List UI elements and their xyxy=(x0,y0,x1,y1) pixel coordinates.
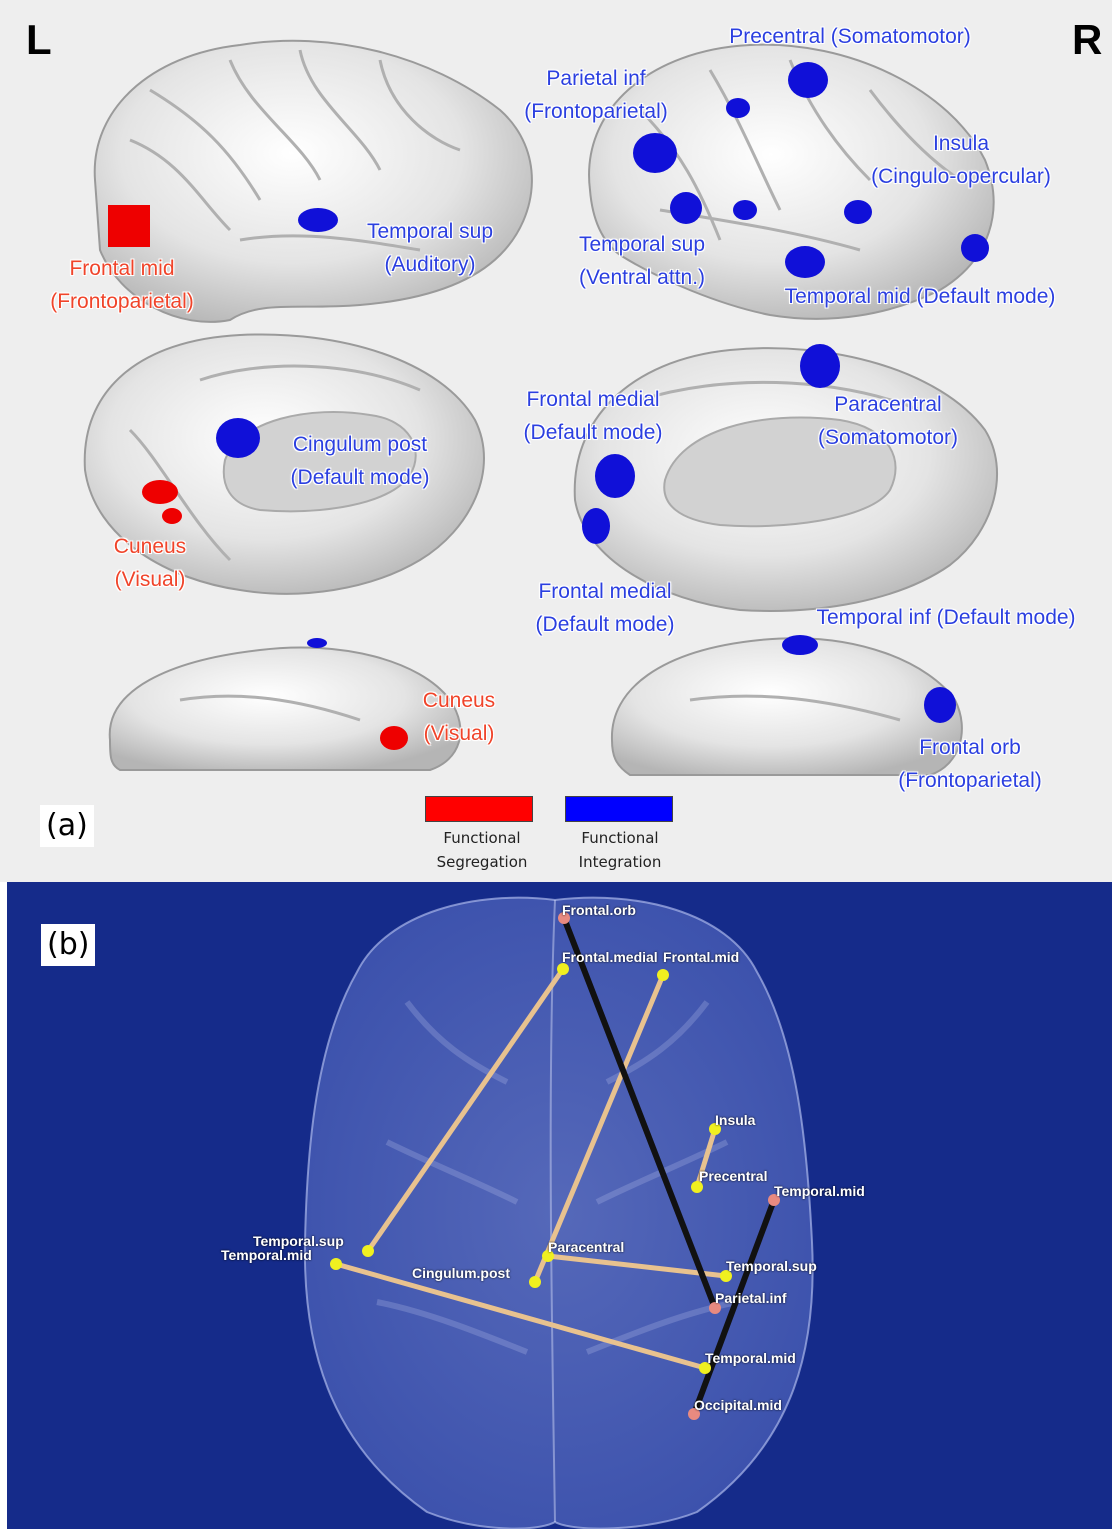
legend-line: Integration xyxy=(555,850,685,874)
temporal-mid-r-blob xyxy=(785,246,825,278)
label-temporal-sup-right: Temporal sup (Ventral attn.) xyxy=(552,228,732,294)
panel-a-tag: (a) xyxy=(40,805,94,847)
label-temporal-inf: Temporal inf (Default mode) xyxy=(780,601,1112,634)
legend-line: Functional xyxy=(555,826,685,850)
label-line: Cuneus xyxy=(400,684,518,717)
label-line: (Frontoparietal) xyxy=(22,285,222,318)
node-label-temporal-sup-right: Temporal.sup xyxy=(726,1258,817,1274)
legend-swatch-segregation xyxy=(425,796,533,822)
node-temporal-sup-l xyxy=(362,1245,374,1257)
cuneus-blob xyxy=(142,480,178,504)
frontal-orb-blob xyxy=(924,687,956,723)
label-line: Frontal mid xyxy=(22,252,222,285)
cingulum-post-blob xyxy=(216,418,260,458)
node-label-temporal-mid-left: Temporal.mid xyxy=(221,1247,312,1263)
node-cingulum-post xyxy=(529,1276,541,1288)
label-cingulum-post: Cingulum post (Default mode) xyxy=(262,428,458,494)
label-line: Frontal orb xyxy=(872,731,1068,764)
temporal-sup-integration-blob xyxy=(298,208,338,232)
parietal-inf-blob xyxy=(633,133,677,173)
legend-label-integration: Functional Integration xyxy=(555,826,685,874)
node-label-temporal-mid-right-upper: Temporal.mid xyxy=(774,1183,865,1199)
label-line: (Visual) xyxy=(90,563,210,596)
node-label-insula: Insula xyxy=(715,1112,755,1128)
legend-line: Segregation xyxy=(417,850,547,874)
label-paracentral: Paracentral (Somatomotor) xyxy=(790,388,986,454)
label-temporal-mid-right: Temporal mid (Default mode) xyxy=(744,280,1096,313)
label-line: Temporal sup xyxy=(340,215,520,248)
label-frontal-mid: Frontal mid (Frontoparietal) xyxy=(22,252,222,318)
insula-blob xyxy=(844,200,872,224)
label-line: Temporal mid (Default mode) xyxy=(744,280,1096,313)
label-parietal-inf: Parietal inf (Frontoparietal) xyxy=(498,62,694,128)
label-line: Parietal inf xyxy=(498,62,694,95)
label-line: Cuneus xyxy=(90,530,210,563)
node-label-occipital-mid: Occipital.mid xyxy=(694,1397,782,1413)
frontal-medial-blob-1 xyxy=(595,454,635,498)
label-line: (Visual) xyxy=(400,717,518,750)
panel-b-connectivity-network: (b) Frontal.orb Frontal.medial Frontal.m… xyxy=(7,882,1112,1529)
label-line: Precentral (Somatomotor) xyxy=(690,20,1010,53)
label-line: Cingulum post xyxy=(262,428,458,461)
panel-a-brain-surfaces: L R Frontal mid (Frontoparietal) Tempora… xyxy=(0,0,1112,882)
label-line: (Default mode) xyxy=(496,416,690,449)
label-frontal-orb: Frontal orb (Frontoparietal) xyxy=(872,731,1068,797)
label-line: (Cingulo-opercular) xyxy=(845,160,1077,193)
temporal-sup-r-blob xyxy=(670,192,702,224)
node-label-frontal-orb: Frontal.orb xyxy=(562,902,636,918)
label-line: (Somatomotor) xyxy=(790,421,986,454)
label-line: (Auditory) xyxy=(340,248,520,281)
label-line: (Frontoparietal) xyxy=(498,95,694,128)
legend-swatch-integration xyxy=(565,796,673,822)
legend-line: Functional xyxy=(417,826,547,850)
label-line: Temporal sup xyxy=(552,228,732,261)
label-line: (Ventral attn.) xyxy=(552,261,732,294)
label-temporal-sup-left: Temporal sup (Auditory) xyxy=(340,215,520,281)
label-line: Frontal medial xyxy=(496,383,690,416)
label-line: Frontal medial xyxy=(508,575,702,608)
label-line: Temporal inf (Default mode) xyxy=(780,601,1112,634)
legend-label-segregation: Functional Segregation xyxy=(417,826,547,874)
label-cuneus-bottom: Cuneus (Visual) xyxy=(400,684,518,750)
label-precentral: Precentral (Somatomotor) xyxy=(690,20,1010,53)
label-line: (Default mode) xyxy=(262,461,458,494)
precentral-blob xyxy=(788,62,828,98)
glass-brain-outline xyxy=(305,898,813,1529)
node-temporal-mid-l xyxy=(330,1258,342,1270)
temporal-inf-blob xyxy=(782,635,818,655)
node-label-temporal-mid-right-lower: Temporal.mid xyxy=(705,1350,796,1366)
right-hemisphere-marker: R xyxy=(1072,16,1102,64)
node-frontal-mid xyxy=(657,969,669,981)
label-line: (Default mode) xyxy=(508,608,702,641)
label-line: (Frontoparietal) xyxy=(872,764,1068,797)
left-hemisphere-marker: L xyxy=(26,16,52,64)
glass-brain-network xyxy=(7,882,1112,1529)
label-frontal-medial-upper: Frontal medial (Default mode) xyxy=(496,383,690,449)
node-label-cingulum-post: Cingulum.post xyxy=(412,1265,510,1281)
label-cuneus: Cuneus (Visual) xyxy=(90,530,210,596)
node-label-frontal-mid: Frontal.mid xyxy=(663,949,739,965)
node-label-frontal-medial: Frontal.medial xyxy=(562,949,658,965)
frontal-mid-segregation-blob xyxy=(108,205,150,247)
node-label-precentral: Precentral xyxy=(699,1168,767,1184)
node-label-parietal-inf: Parietal.inf xyxy=(715,1290,787,1306)
label-insula: Insula (Cingulo-opercular) xyxy=(845,127,1077,193)
label-line: Insula xyxy=(845,127,1077,160)
paracentral-blob xyxy=(800,344,840,388)
label-frontal-medial-lower: Frontal medial (Default mode) xyxy=(508,575,702,641)
node-label-paracentral: Paracentral xyxy=(548,1239,624,1255)
label-line: Paracentral xyxy=(790,388,986,421)
panel-b-tag: (b) xyxy=(41,924,95,966)
frontal-medial-blob-2 xyxy=(582,508,610,544)
